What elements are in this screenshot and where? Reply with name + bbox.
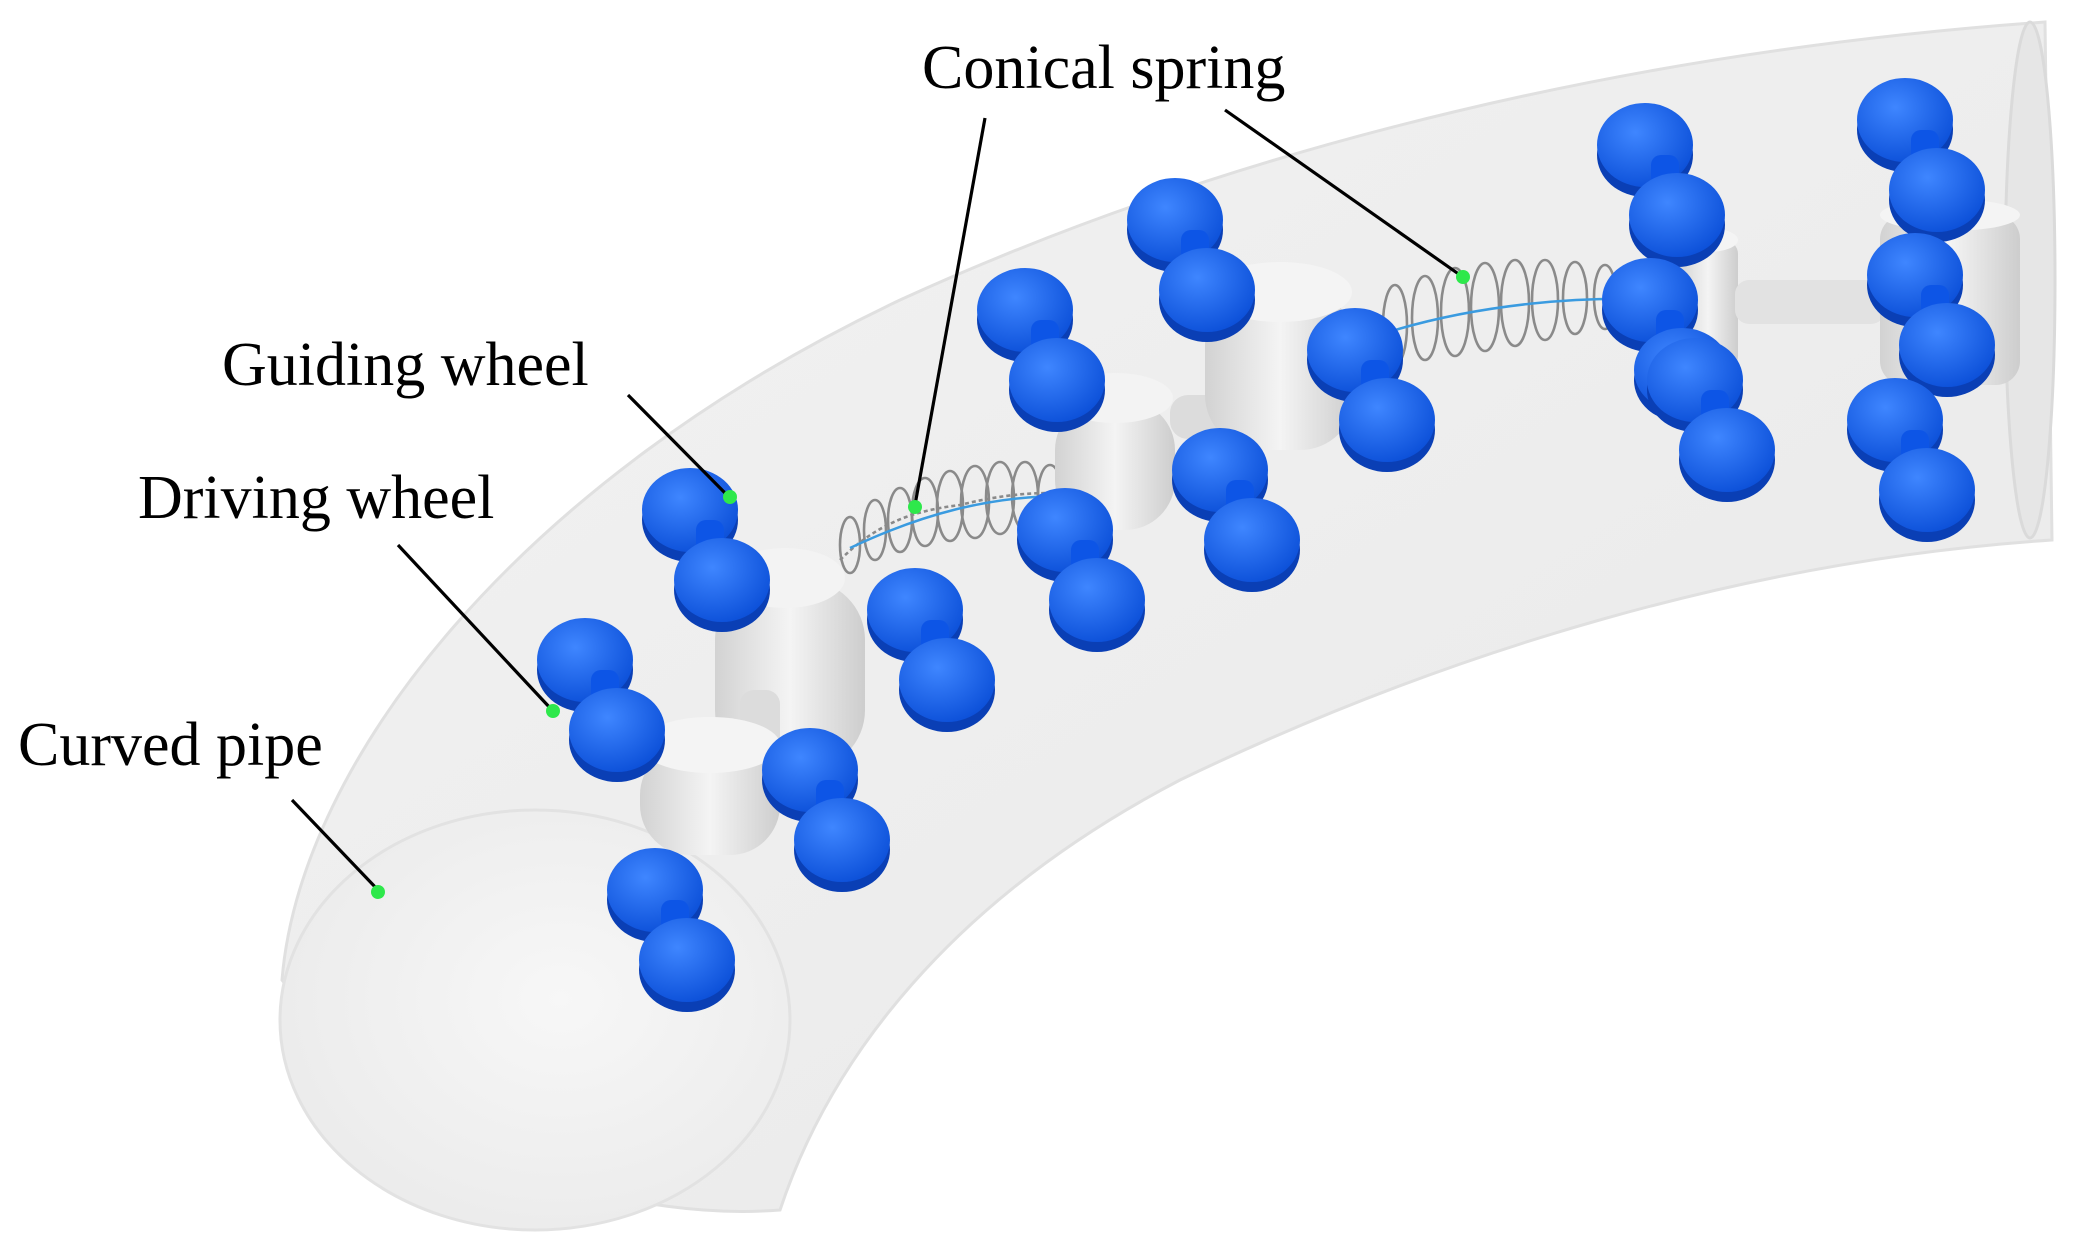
labels: Conical spring Guiding wheel Driving whe…: [18, 34, 1285, 779]
leader-driving-wheel: [396, 543, 554, 712]
anchor-guiding-wheel: [723, 490, 737, 504]
label-conical-spring: Conical spring: [922, 34, 1285, 102]
leader-conical-spring-2: [1224, 108, 1461, 277]
label-guiding-wheel: Guiding wheel: [222, 331, 589, 399]
leader-guiding-wheel: [626, 393, 730, 498]
pipe-opening: [278, 808, 792, 1232]
anchor-conical-spring-1: [908, 500, 922, 514]
leader-conical-spring-1: [913, 117, 987, 506]
anchor-conical-spring-2: [1456, 270, 1470, 284]
anchor-dots: [371, 270, 1470, 899]
label-curved-pipe: Curved pipe: [18, 711, 323, 779]
anchor-driving-wheel: [546, 704, 560, 718]
leader-curved-pipe: [290, 798, 380, 892]
label-driving-wheel: Driving wheel: [138, 464, 494, 532]
anchor-curved-pipe: [371, 885, 385, 899]
leader-lines: [290, 108, 1461, 892]
